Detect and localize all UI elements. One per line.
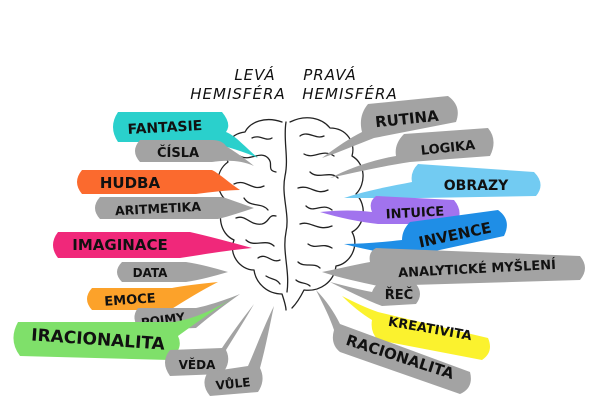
label-emoce: EMOCE xyxy=(104,291,156,310)
bubble-racionalita xyxy=(316,290,471,394)
label-fantasie: FANTASIE xyxy=(127,118,202,138)
label-intuice: INTUICE xyxy=(385,204,444,222)
brain-left-outline xyxy=(217,118,287,311)
left-hemisphere-labels: FANTASIE ČÍSLA HUDBA ARITMETIKA IMAGINAC… xyxy=(13,112,274,396)
bubble-veda xyxy=(165,304,254,376)
bubble-cisla xyxy=(135,140,254,166)
bubble-emoce xyxy=(87,282,218,310)
bubble-hudba xyxy=(77,170,240,194)
bubble-aritmetika xyxy=(95,197,254,219)
bubble-invence xyxy=(344,210,507,256)
label-vule: VŮLE xyxy=(215,374,251,393)
bubble-pojmy xyxy=(134,294,240,330)
right-hemisphere-labels: RUTINA LOGIKA OBRAZY INTUICE INVENCE ANA… xyxy=(316,96,585,394)
bubble-analyticke-mysleni xyxy=(322,248,585,286)
label-hudba: HUDBA xyxy=(100,174,161,192)
label-obrazy: OBRAZY xyxy=(444,178,509,194)
label-imaginace: IMAGINACE xyxy=(72,236,167,254)
bubble-iracionalita xyxy=(13,296,237,360)
bubble-kreativita xyxy=(342,296,490,360)
brain-fissure xyxy=(283,121,289,293)
brain-gyri-right xyxy=(295,133,339,287)
bubble-data xyxy=(117,262,228,282)
right-hemisphere-title-line2: HEMISFÉRA xyxy=(302,84,397,103)
left-hemisphere-title-line2: HEMISFÉRA xyxy=(190,84,285,103)
label-cisla: ČÍSLA xyxy=(157,145,199,161)
brain-gyri-left xyxy=(233,136,281,285)
bubble-logika xyxy=(330,128,494,178)
left-hemisphere-title-line1: LEVÁ xyxy=(234,65,275,84)
label-veda: VĚDA xyxy=(179,357,216,372)
bubble-rutina xyxy=(322,96,458,158)
label-rec: ŘEČ xyxy=(385,287,413,303)
right-hemisphere-title-line1: PRAVÁ xyxy=(303,65,357,84)
label-data: DATA xyxy=(133,266,169,280)
bubble-fantasie xyxy=(113,112,258,158)
bubble-obrazy xyxy=(344,164,541,198)
label-logika: LOGIKA xyxy=(420,138,476,159)
bubble-rec xyxy=(330,282,420,306)
brain-illustration xyxy=(217,117,364,311)
diagram-header: LEVÁ HEMISFÉRA PRAVÁ HEMISFÉRA xyxy=(190,65,397,103)
label-aritmetika: ARITMETIKA xyxy=(115,199,202,218)
bubble-imaginace xyxy=(53,232,252,258)
bubble-intuice xyxy=(320,196,460,224)
bubble-vule xyxy=(204,306,274,396)
